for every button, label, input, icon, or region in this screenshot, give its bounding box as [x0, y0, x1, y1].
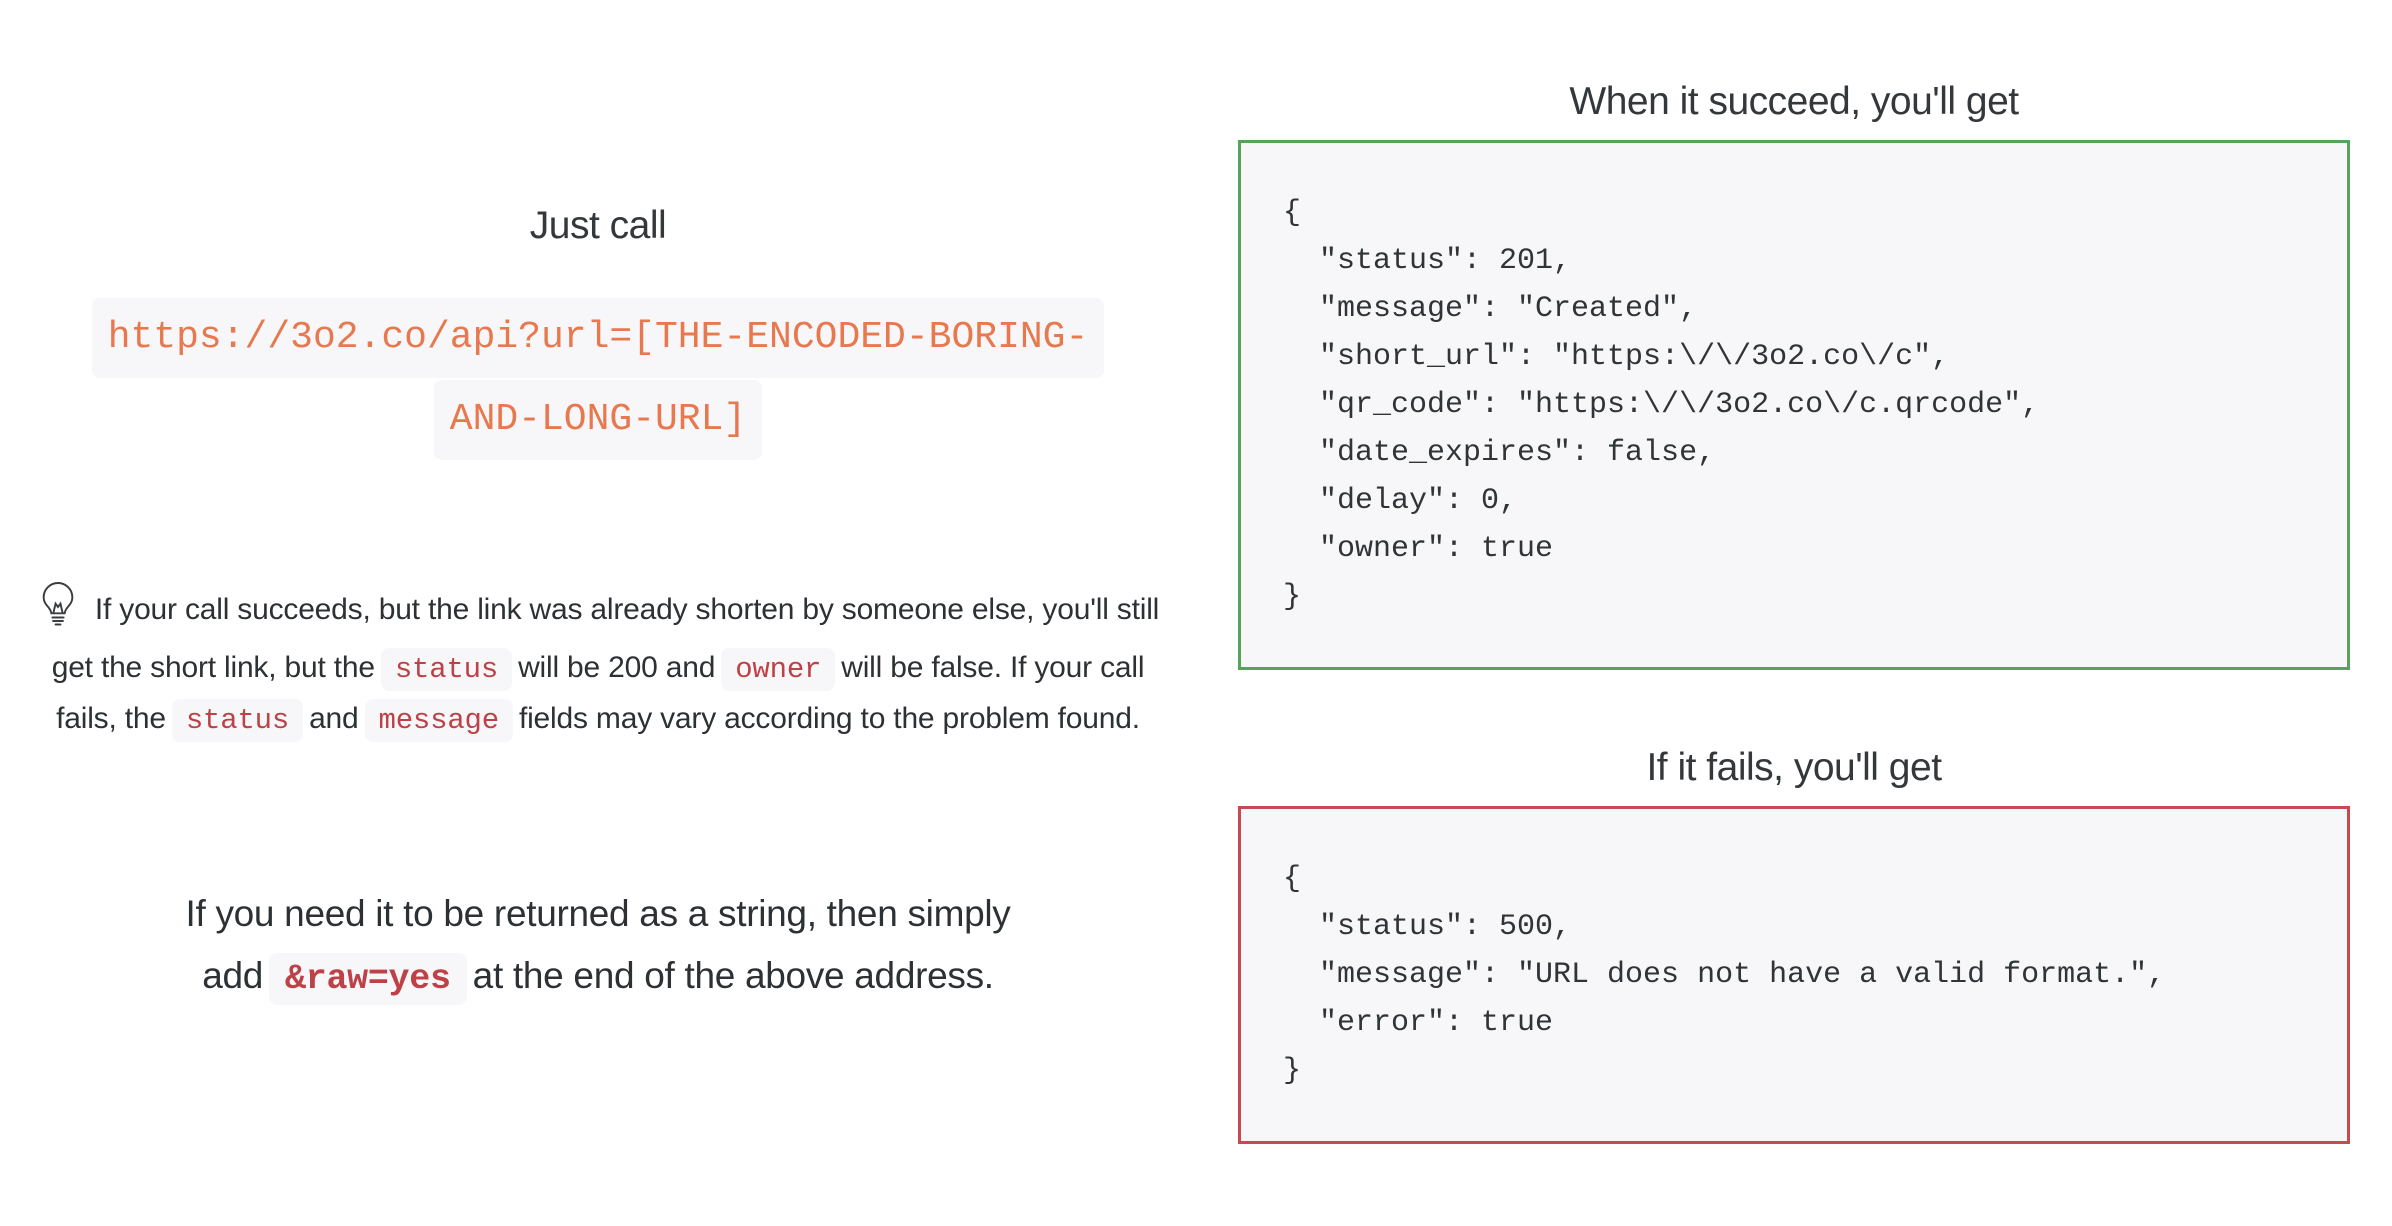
failure-response-json: { "status": 500, "message": "URL does no…	[1283, 862, 2166, 1088]
failure-heading: If it fails, you'll get	[1646, 746, 1942, 789]
tip-text-5: fields may vary according to the problem…	[518, 702, 1140, 735]
section-spacer	[1196, 670, 2392, 746]
tip-text-3: will be false. If your call fails, the	[56, 651, 1145, 735]
api-response-column: When it succeed, you'll get { "status": …	[1196, 0, 2392, 1144]
raw-yes-code-chip: &raw=yes	[269, 953, 467, 1005]
success-response-json: { "status": 201, "message": "Created", "…	[1283, 196, 2040, 614]
api-url-line1: https://3o2.co/api?url=[THE-ENCODED-BORI…	[91, 298, 1105, 378]
api-url-code: https://3o2.co/api?url=[THE-ENCODED-BORI…	[0, 298, 1196, 462]
lightbulb-icon	[37, 582, 79, 635]
status-code-chip-2: status	[171, 699, 304, 742]
tip-text-2: will be 200 and	[518, 651, 716, 684]
tip-paragraph: If your call succeeds, but the link was …	[30, 580, 1166, 745]
raw-note-text-2: at the end of the above address.	[472, 955, 994, 996]
owner-code-chip: owner	[721, 648, 836, 691]
api-url-line2: AND-LONG-URL]	[433, 380, 763, 460]
message-code-chip: message	[364, 699, 513, 742]
success-heading: When it succeed, you'll get	[1569, 80, 2019, 123]
tip-text-4: and	[309, 702, 359, 735]
api-call-column: Just call https://3o2.co/api?url=[THE-EN…	[0, 0, 1196, 1144]
raw-note-text-1: If you need it to be returned as a strin…	[185, 893, 1011, 996]
just-call-heading: Just call	[529, 204, 667, 247]
page: Just call https://3o2.co/api?url=[THE-EN…	[0, 0, 2392, 1144]
tip-text-1: If your call succeeds, but the link was …	[51, 593, 1160, 684]
success-response-box: { "status": 201, "message": "Created", "…	[1238, 140, 2350, 670]
raw-note-paragraph: If you need it to be returned as a strin…	[83, 883, 1113, 1010]
status-code-chip: status	[380, 648, 513, 691]
failure-response-box: { "status": 500, "message": "URL does no…	[1238, 806, 2350, 1144]
